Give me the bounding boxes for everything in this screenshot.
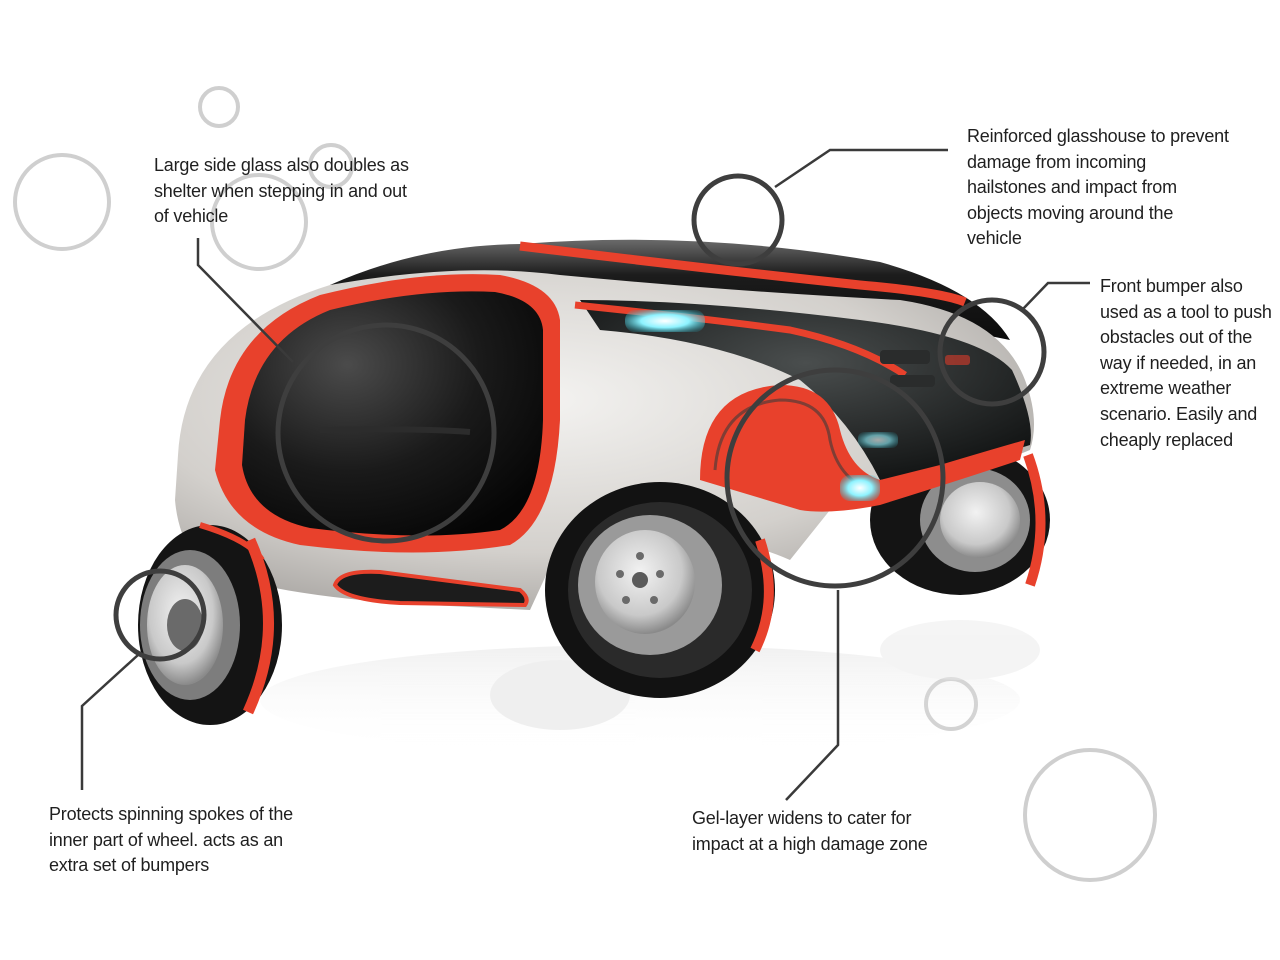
leader-line-wheel-spokes [80,654,139,790]
callout-glasshouse: Reinforced glasshouse to prevent damage … [967,124,1229,252]
callout-line: obstacles out of the [1100,327,1253,348]
callout-line: cheaply replaced [1100,429,1233,450]
decor-ring [1023,748,1157,882]
leader-line-side-glass [196,238,294,363]
front-fascia [580,300,1031,480]
callout-line: vehicle [967,228,1022,249]
red-accent-stripe [519,241,967,307]
callout-line: shelter when stepping in and out [154,180,407,201]
headlight [858,432,898,448]
leader-line-front-bumper [1021,281,1090,311]
front-left-wheel [545,482,775,698]
highlight-ring-wheel-spokes [113,568,207,662]
headlight [840,475,880,501]
callout-front-bumper: Front bumper also used as a tool to push… [1100,274,1272,453]
decor-ring [210,173,308,271]
leader-lines [80,148,1090,801]
callout-line: used as a tool to push [1100,301,1272,322]
highlight-ring-front-bumper [937,297,1047,407]
callout-line: Large side glass also doubles as [154,155,409,175]
callout-line: Gel-layer widens to cater for [692,808,912,828]
callout-wheel-spokes: Protects spinning spokes of the inner pa… [49,802,293,879]
highlight-ring-glasshouse [691,173,785,267]
callout-line: impact at a high damage zone [692,833,928,854]
decor-ring [198,86,240,128]
rear-left-wheel [138,522,282,725]
floor-reflection [260,620,1040,755]
callout-line: extra set of bumpers [49,855,210,876]
callout-side-glass: Large side glass also doubles as shelter… [154,153,409,230]
vehicle-body [175,239,1034,610]
callout-line: Protects spinning spokes of the [49,804,293,824]
leader-line-gel-layer [785,590,840,801]
decor-ring [13,153,111,251]
callout-line: of vehicle [154,206,229,227]
callout-line: objects moving around the [967,202,1174,223]
highlight-ring-gel-layer [724,367,946,589]
callout-gel-layer: Gel-layer widens to cater for impact at … [692,806,928,857]
callout-line: damage from incoming [967,151,1147,172]
callout-line: Reinforced glasshouse to prevent [967,126,1229,146]
callout-line: hailstones and impact from [967,177,1177,198]
headlight [625,310,705,332]
decor-ring [308,143,354,189]
callout-line: scenario. Easily and [1100,403,1258,424]
callout-line: Front bumper also [1100,276,1243,296]
side-vent [332,569,529,608]
leader-line-glasshouse [774,148,948,189]
callout-line: inner part of wheel. acts as an [49,829,283,850]
callout-line: extreme weather [1100,378,1232,399]
callout-line: way if needed, in an [1100,352,1257,373]
highlight-ring-side-glass [275,322,497,544]
highlight-rings [113,173,1047,662]
